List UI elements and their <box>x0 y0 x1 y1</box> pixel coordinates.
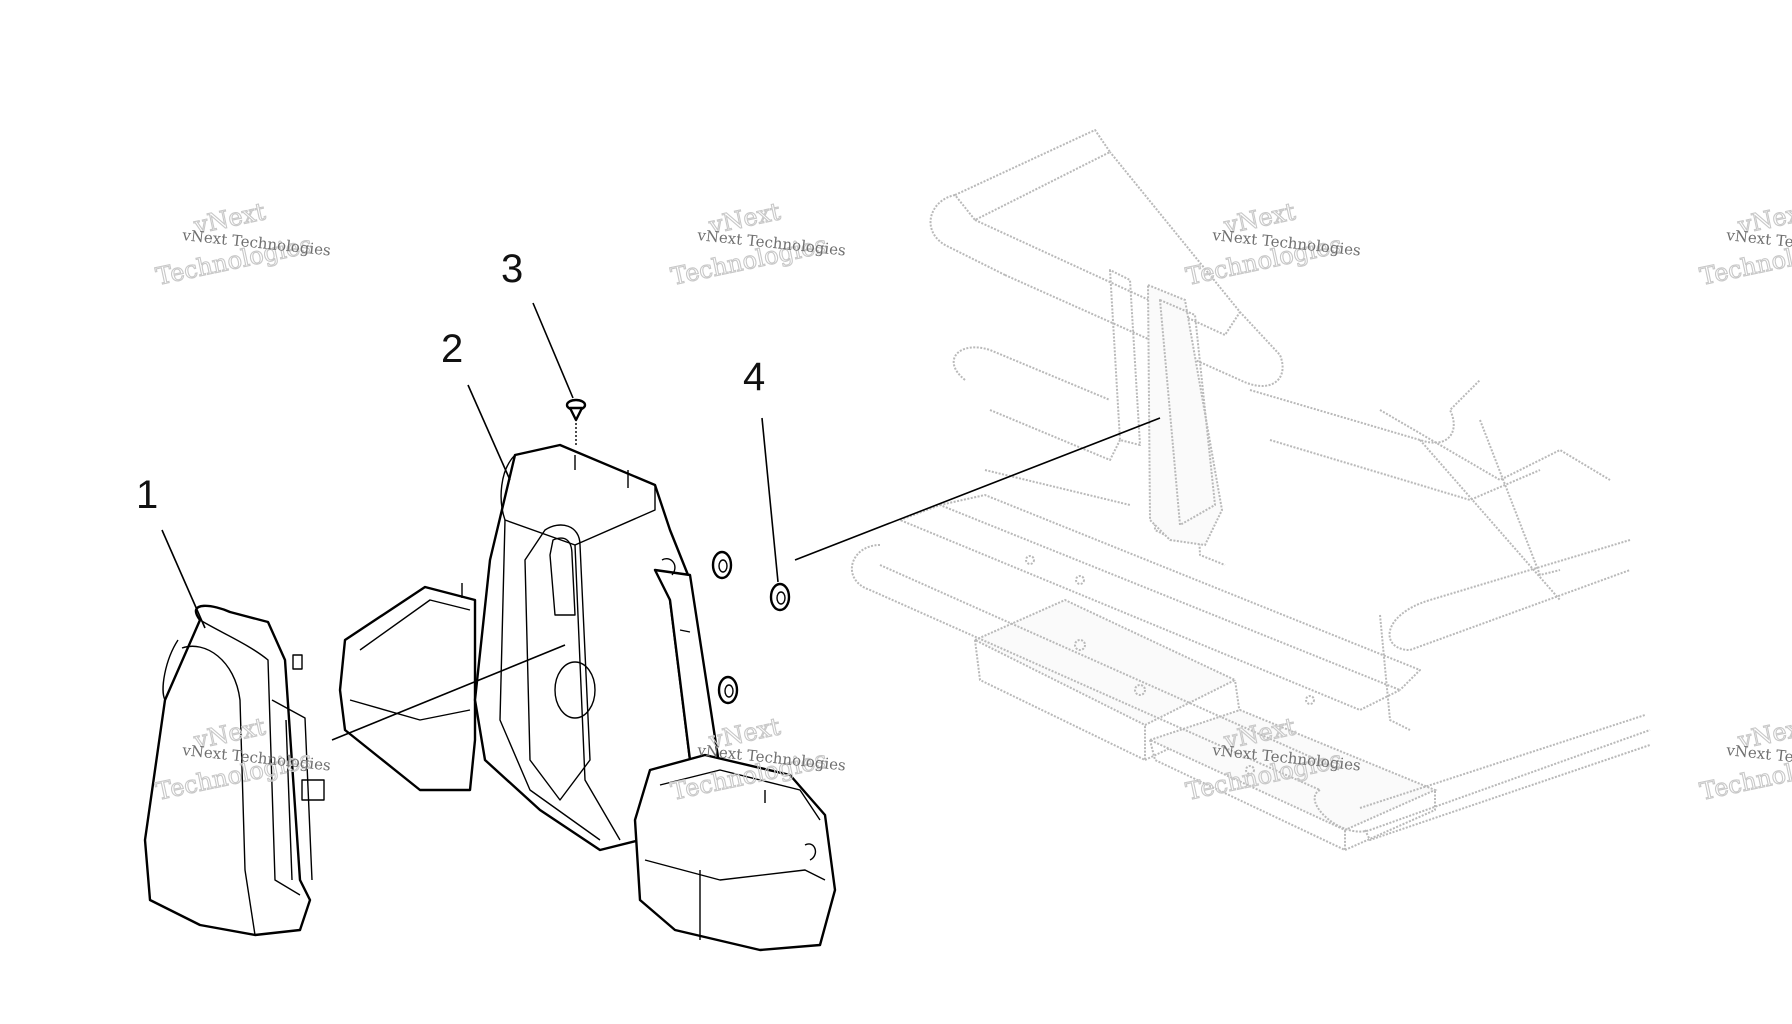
leader-lines <box>161 302 1161 741</box>
callout-1: 1 <box>136 473 158 517</box>
part-3-screw <box>565 398 587 445</box>
part-4-washers <box>711 550 791 705</box>
part-2-console <box>338 443 837 952</box>
callout-4: 4 <box>743 355 765 399</box>
callout-2: 2 <box>441 327 463 371</box>
callout-numbers: 1 2 3 4 <box>136 247 765 517</box>
vehicle-frame-ghost <box>850 129 1651 851</box>
callout-3: 3 <box>501 247 523 291</box>
